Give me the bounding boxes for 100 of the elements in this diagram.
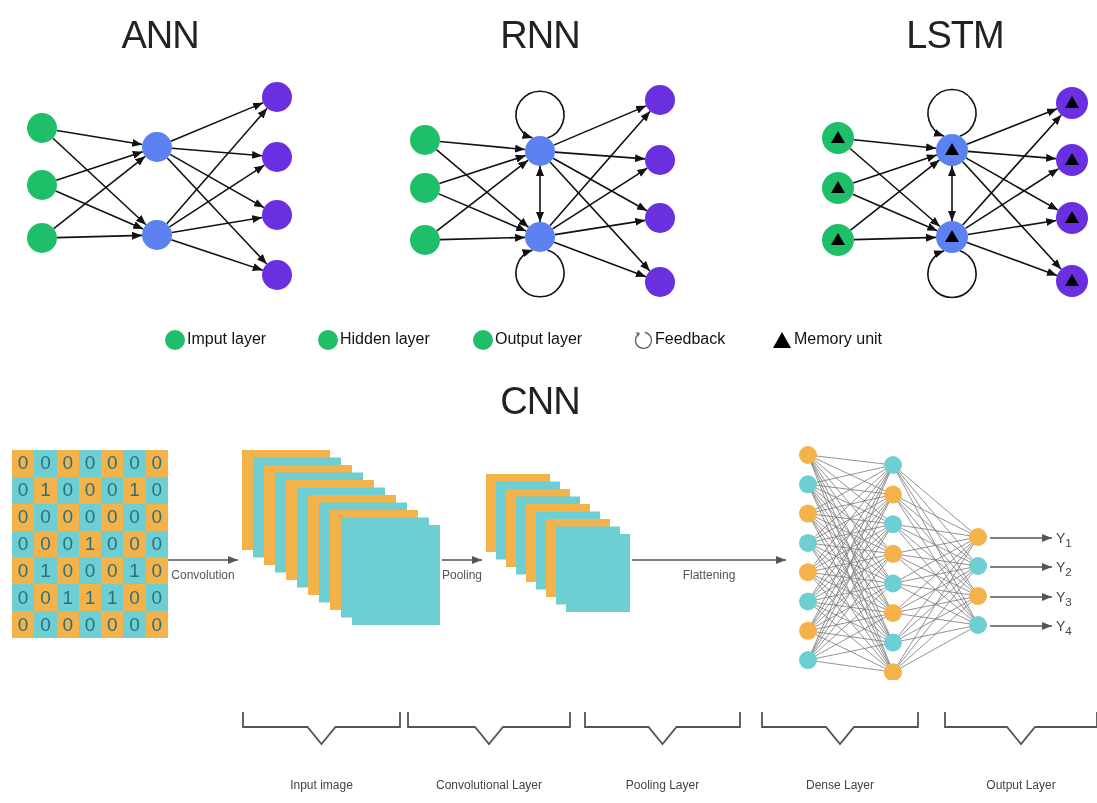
pixel-digit: 0: [145, 557, 168, 585]
pixel-digit: 0: [12, 450, 35, 477]
input-neuron: [410, 125, 440, 155]
pixel-digit: 0: [34, 503, 57, 531]
arrow: [962, 161, 1062, 270]
arrow: [964, 167, 1060, 230]
arrow: [989, 622, 1053, 630]
layer-caption: Input image: [290, 778, 353, 792]
arrow: [439, 140, 526, 153]
arrow: [851, 193, 939, 232]
arrow: [989, 563, 1053, 571]
output-neuron: [262, 200, 292, 230]
arrow: [56, 231, 143, 240]
layer-caption: Convolutional Layer: [435, 778, 543, 792]
memory-unit-triangle: [945, 230, 959, 242]
arrow: [849, 159, 941, 231]
pixel-digit: 0: [101, 503, 124, 531]
pixel-digit: 0: [34, 530, 57, 558]
arrow: [439, 233, 526, 242]
memory-unit-triangle: [1065, 211, 1079, 223]
network-title: RNN: [500, 14, 580, 57]
arrow: [966, 108, 1058, 145]
pixel-digit: 0: [56, 611, 79, 638]
pixel-digit: 0: [123, 450, 146, 477]
double-arrow: [948, 165, 956, 222]
input-neuron: [27, 113, 57, 143]
output-label: Y$_{2}$: [1056, 557, 1072, 582]
edge-label: Flattening: [681, 568, 737, 582]
pixel-digit: 0: [12, 557, 35, 585]
pixel-digit: 1: [34, 557, 57, 585]
output-neuron: [1056, 202, 1088, 234]
input-neuron: [410, 173, 440, 203]
pixel-digit: 0: [145, 450, 168, 477]
pixel-digit: 0: [34, 584, 57, 612]
pixel-digit: 0: [101, 476, 124, 504]
pixel-digit: 0: [145, 611, 168, 638]
output-neuron: [262, 82, 292, 112]
arrow: [438, 193, 527, 232]
pixel-digit: 0: [12, 584, 35, 612]
arrow: [989, 593, 1053, 601]
arrow: [169, 153, 265, 209]
arrow: [852, 154, 938, 184]
arrow: [967, 218, 1057, 236]
pixel-digit: 0: [101, 611, 124, 638]
layer-caption: Dense Layer: [806, 778, 874, 792]
arrow: [171, 147, 263, 159]
pixel-digit: 0: [78, 450, 102, 477]
input-image-grid: [12, 450, 168, 638]
pixel-digit: 0: [101, 557, 124, 585]
output-neuron: [645, 203, 675, 233]
arrow: [631, 556, 787, 564]
pixel-digit: 0: [123, 584, 146, 612]
arrow: [54, 190, 145, 230]
feedback-loop-arrow: [927, 250, 977, 299]
network-title: LSTM: [906, 14, 1004, 57]
pixel-digit: 0: [56, 557, 79, 585]
pixel-digit: 1: [56, 584, 79, 612]
pixel-digit: 0: [101, 450, 124, 477]
arrow: [549, 161, 651, 272]
input-neuron: [27, 223, 57, 253]
input-neuron: [410, 225, 440, 255]
arrow: [435, 148, 530, 229]
input-neuron: [27, 170, 57, 200]
memory-unit-triangle: [945, 143, 959, 155]
legend-text: Memory unit: [794, 330, 883, 348]
output-neuron: [645, 267, 675, 297]
input-neuron: [822, 224, 854, 256]
output-neuron: [645, 85, 675, 115]
arrow: [166, 107, 268, 225]
arrow: [965, 157, 1059, 211]
arrow: [849, 147, 941, 228]
pixel-digit: 1: [78, 584, 102, 612]
output-label: Y$_{3}$: [1056, 587, 1072, 612]
output-label: Y$_{4}$: [1056, 616, 1072, 641]
arrow: [989, 534, 1053, 542]
memory-unit-triangle: [831, 233, 845, 245]
pixel-digit: 0: [123, 611, 146, 638]
output-neuron: [262, 260, 292, 290]
pixel-digit: 1: [34, 476, 57, 504]
layer-caption: Pooling Layer: [625, 778, 700, 792]
arrow: [967, 150, 1057, 162]
double-arrow: [536, 165, 544, 223]
arrow: [166, 157, 268, 265]
output-neuron: [1056, 87, 1088, 119]
arrow: [55, 150, 144, 182]
input-neuron: [822, 122, 854, 154]
pixel-digit: 0: [123, 503, 146, 531]
hidden-neuron: [936, 134, 968, 166]
arrow: [52, 137, 147, 226]
pixel-digit: 0: [123, 530, 146, 558]
pixel-digit: 1: [123, 476, 146, 504]
output-neuron: [1056, 265, 1088, 297]
arrow: [853, 138, 937, 152]
pixel-digit: 0: [12, 503, 35, 531]
memory-unit-triangle: [1065, 96, 1079, 108]
arrow: [554, 217, 646, 236]
arrow: [551, 167, 649, 230]
arrow: [170, 238, 264, 272]
arrow: [167, 556, 239, 564]
output-label: Y$_{1}$: [1056, 528, 1072, 553]
